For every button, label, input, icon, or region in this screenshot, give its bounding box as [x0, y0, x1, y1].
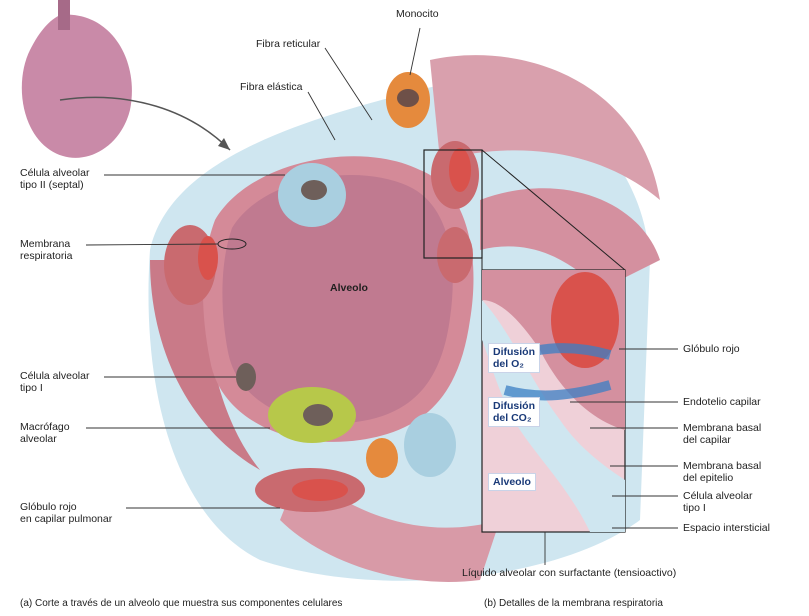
label-globulo-rojo: Glóbulo rojo: [683, 343, 740, 355]
label-espacio-intersticial: Espacio intersticial: [683, 522, 770, 534]
label-fibra-elastica: Fibra elástica: [240, 81, 303, 93]
label-celula-tipo2: Célula alveolar tipo II (septal): [20, 167, 90, 191]
neighbor-alveolus-left: [150, 260, 260, 470]
neighbor-alveolus-top: [430, 55, 660, 201]
macrophage-nucleus: [303, 404, 333, 426]
box-difusion-o2: Difusión del O₂: [488, 343, 540, 373]
label-celula-tipo1-detail: Célula alveolar tipo I: [683, 490, 753, 514]
label-macrofago: Macrófago alveolar: [20, 421, 70, 445]
caption-a: (a) Corte a través de un alveolo que mue…: [20, 598, 343, 609]
bronchiole: [58, 0, 70, 30]
label-fibra-reticular: Fibra reticular: [256, 38, 321, 50]
rbc-top: [449, 148, 471, 192]
lung-lobule: [21, 14, 132, 158]
type1-nucleus: [236, 363, 256, 391]
zoom-square: [423, 149, 483, 259]
label-membrana-respiratoria: Membrana respiratoria: [20, 238, 73, 262]
rbc-bottom: [292, 479, 348, 501]
capillary-mid: [437, 227, 473, 283]
diffusion-arrow-back: [503, 380, 612, 401]
label-liquido-alveolar: Líquido alveolar con surfactante (tensio…: [462, 567, 677, 579]
alveolar-lumen: [222, 175, 453, 424]
label-monocito: Monocito: [396, 8, 439, 20]
rbc-left: [198, 236, 218, 280]
type2-nucleus: [301, 180, 327, 200]
monocyte-lower: [366, 438, 398, 478]
label-mb-capilar: Membrana basal del capilar: [683, 422, 762, 446]
type2-cell-lower: [404, 413, 456, 477]
label-mb-epitelio: Membrana basal del epitelio: [683, 460, 762, 484]
neighbor-alveolus-right: [480, 188, 660, 290]
label-celula-tipo1: Célula alveolar tipo I: [20, 370, 90, 394]
label-endotelio: Endotelio capilar: [683, 396, 761, 408]
caption-b: (b) Detalles de la membrana respiratoria: [484, 598, 663, 609]
label-globulo-capilar: Glóbulo rojo en capilar pulmonar: [20, 501, 113, 525]
leader-lines: [85, 27, 678, 565]
monocyte-nucleus: [397, 89, 419, 107]
box-difusion-co2: Difusión del CO₂: [488, 397, 540, 427]
box-alveolo-detail: Alveolo: [488, 473, 536, 491]
pointer-arrow: [59, 96, 231, 151]
label-alveolo: Alveolo: [330, 282, 368, 294]
